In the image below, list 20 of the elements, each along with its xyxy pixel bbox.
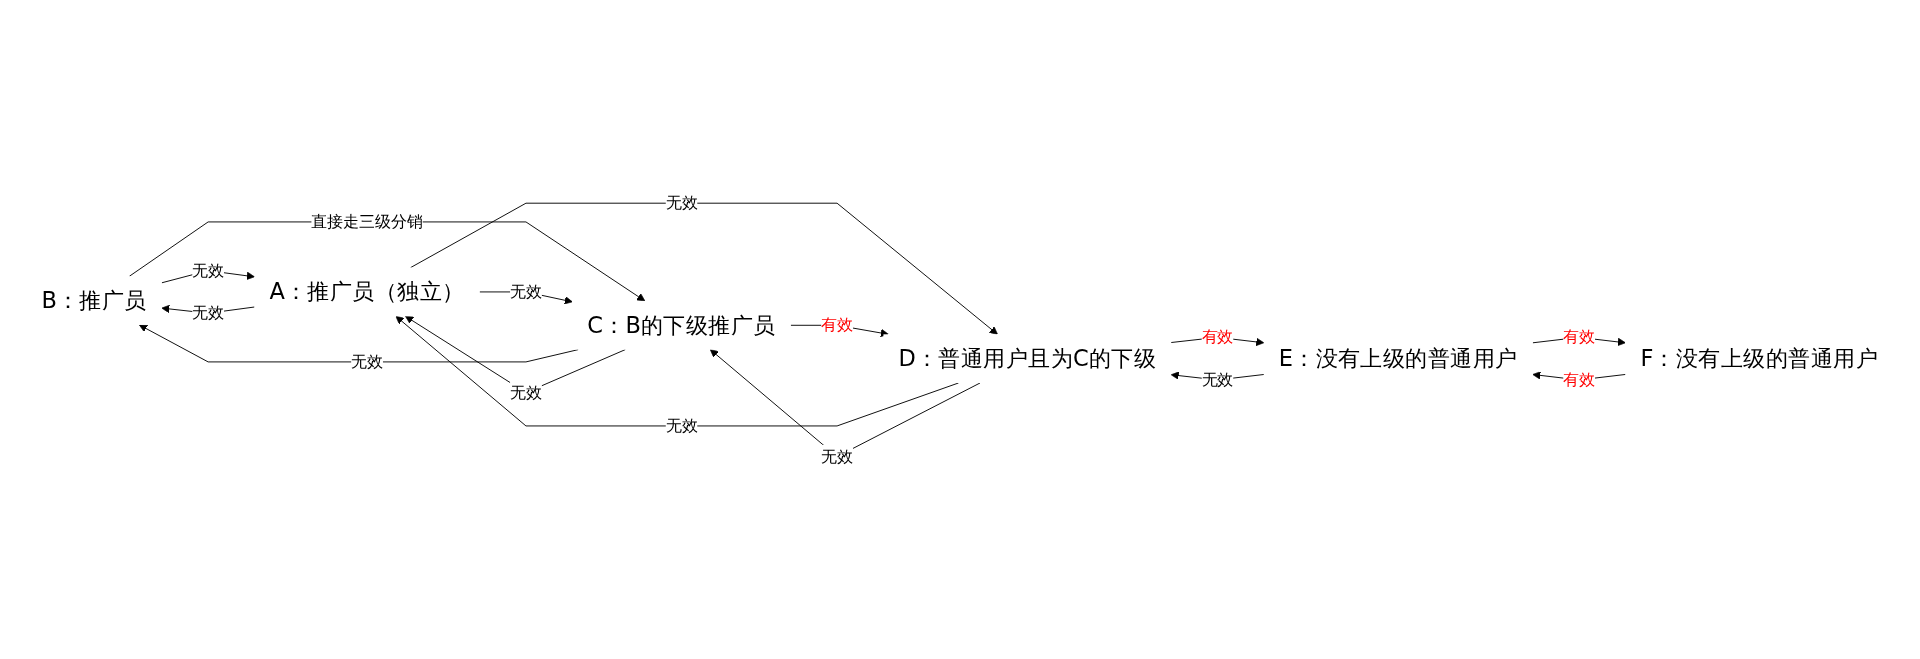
edge-label: 无效: [351, 351, 384, 371]
edge-label: 无效: [510, 382, 543, 401]
edge-label: 无效: [510, 281, 543, 301]
node-text: D：普通用户且为C的下级: [898, 345, 1157, 372]
edge-label: 无效: [665, 192, 698, 212]
node-text: A：推广员（独立）: [269, 278, 465, 305]
node-text: C：B的下级推广员: [587, 311, 776, 338]
edge-label: 有效: [1563, 326, 1596, 346]
edge-label: 无效: [821, 446, 854, 465]
edge-label: 有效: [821, 314, 854, 334]
edge-label: 无效: [192, 302, 225, 322]
edge-label: 直接走三级分销: [311, 211, 423, 231]
edge-label: 无效: [192, 260, 225, 279]
edge-label: 有效: [1201, 326, 1234, 346]
edge-label: 无效: [1201, 369, 1234, 389]
node-text: F：没有上级的普通用户: [1640, 345, 1879, 372]
edge-label: 有效: [1563, 369, 1596, 389]
edge-label: 无效: [665, 415, 698, 435]
node-text: E：没有上级的普通用户: [1279, 345, 1518, 372]
node-text: B：推广员: [41, 287, 147, 314]
